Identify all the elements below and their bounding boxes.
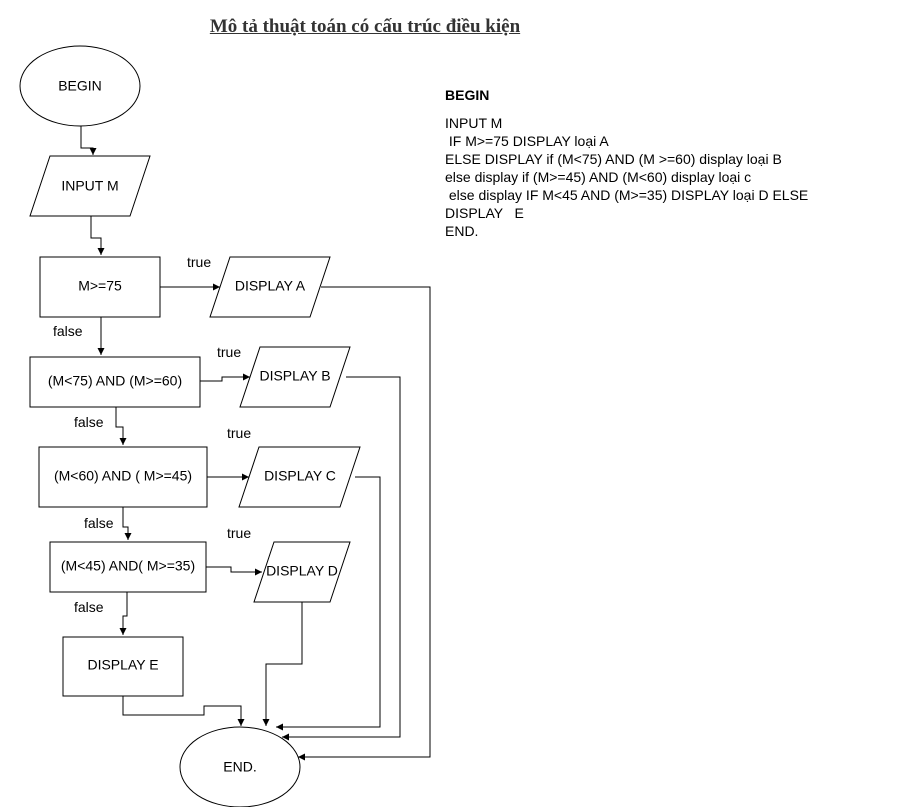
displayA-node	[209, 256, 331, 318]
edge-displayC-end	[276, 476, 381, 731]
edge-label-true-2: true	[217, 344, 241, 360]
edge-input-cond1	[90, 216, 105, 255]
edge-begin-input	[80, 126, 97, 155]
edge-displayD-end	[262, 602, 303, 726]
pseudocode-line: ELSE DISPLAY if (M<75) AND (M >=60) disp…	[445, 151, 782, 167]
cond1-label: M>=75	[78, 278, 122, 294]
displayB-label: DISPLAY B	[259, 368, 330, 384]
pseudocode-line: INPUT M	[445, 115, 503, 131]
cond4-label: (M<45) AND( M>=35)	[61, 558, 195, 574]
pseudocode-line: else display IF M<45 AND (M>=35) DISPLAY…	[445, 187, 809, 203]
begin-label: BEGIN	[58, 78, 102, 94]
connectors	[80, 126, 431, 761]
edge-label-true-4: true	[227, 525, 251, 541]
end-node	[179, 726, 301, 807]
edge-label-false-4: false	[74, 599, 104, 615]
edge-cond4-displayD	[206, 566, 262, 576]
pseudocode-line: DISPLAY E	[445, 205, 524, 221]
edge-displayE-end	[122, 696, 245, 726]
pseudocode-line: END.	[445, 223, 479, 239]
cond2-node	[29, 356, 201, 408]
edge-label-true-1: true	[187, 254, 211, 270]
edge-displayA-end	[298, 286, 431, 761]
edge-label-false-3: false	[84, 515, 114, 531]
displayE-node	[62, 636, 184, 697]
displayD-node	[253, 541, 351, 603]
edge-label-true-3: true	[227, 425, 251, 441]
edge-cond4-displayE	[119, 592, 128, 635]
pseudocode-line: else display if (M>=45) AND (M<60) displ…	[445, 169, 752, 185]
displayD-label: DISPLAY D	[266, 563, 338, 579]
input-label: INPUT M	[61, 178, 118, 194]
begin-node	[19, 45, 141, 127]
edge-label-false-1: false	[53, 323, 83, 339]
input-node	[29, 155, 151, 217]
cond2-label: (M<75) AND (M>=60)	[48, 373, 182, 389]
edge-cond2-cond3	[115, 407, 127, 445]
edge-cond2-displayB	[200, 373, 250, 382]
edge-displayB-end	[282, 376, 401, 741]
pseudocode-heading: BEGIN	[445, 87, 490, 103]
cond3-label: (M<60) AND ( M>=45)	[54, 468, 192, 484]
diagram-title: Mô tả thuật toán có cấu trúc điều kiện	[209, 16, 521, 37]
cond4-node	[49, 541, 207, 593]
displayB-node	[239, 346, 351, 408]
displayC-node	[238, 446, 361, 508]
cond1-node	[39, 256, 161, 318]
displayA-label: DISPLAY A	[235, 278, 306, 294]
displayC-label: DISPLAY C	[264, 468, 336, 484]
edge-cond3-cond4	[122, 507, 132, 540]
edge-label-false-2: false	[74, 414, 104, 430]
cond3-node	[38, 446, 208, 508]
pseudocode-line: IF M>=75 DISPLAY loại A	[445, 133, 609, 149]
pseudocode-block: BEGIN INPUT M IF M>=75 DISPLAY loại A EL…	[445, 86, 808, 240]
displayE-label: DISPLAY E	[87, 657, 158, 673]
end-label: END.	[223, 759, 256, 775]
